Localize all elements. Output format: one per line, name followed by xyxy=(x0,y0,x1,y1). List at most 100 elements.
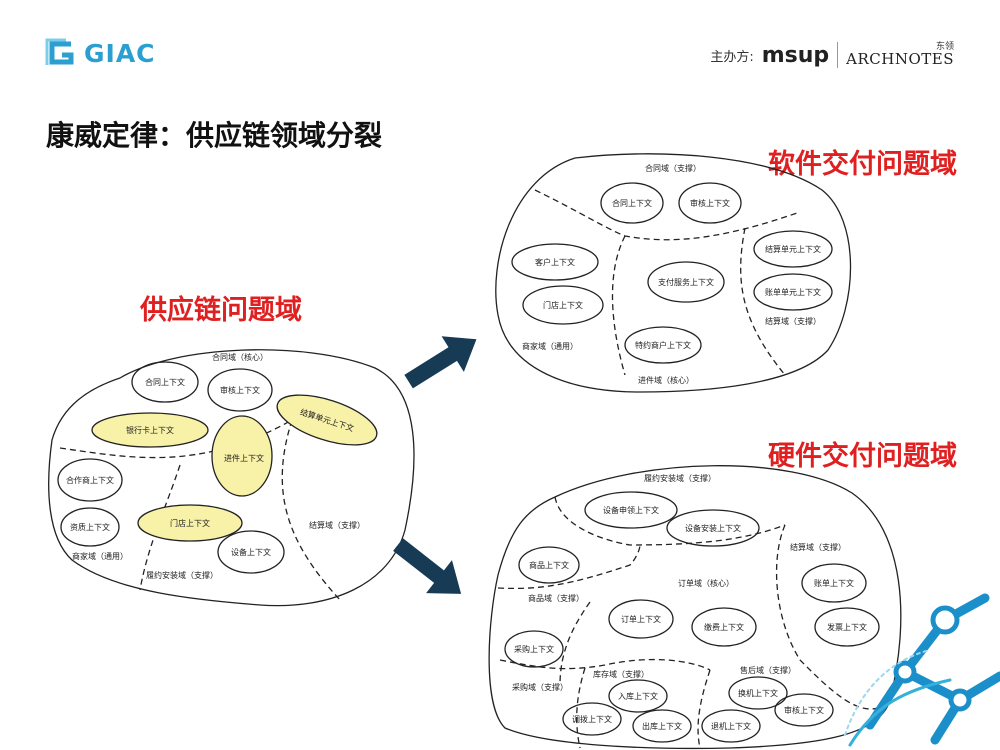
sw-contract-context xyxy=(600,182,664,224)
contract-context xyxy=(131,361,199,403)
sc-contract-domain-label: 合同域（核心） xyxy=(212,352,268,362)
archnotes-text: ARCHNOTES xyxy=(846,50,954,68)
hardware-title: 硬件交付问题域 xyxy=(768,441,957,472)
software-contexts xyxy=(511,182,833,364)
hw-goods-ctx-label: 商品上下文 xyxy=(529,560,569,570)
hw-review-context xyxy=(774,693,834,727)
hw-invoice-ctx-label: 发票上下文 xyxy=(827,622,867,632)
hw-fee-context xyxy=(691,607,757,647)
hw-order-context xyxy=(608,599,674,639)
settle-unit-context xyxy=(276,394,378,446)
arrow-to-hardware xyxy=(393,538,462,594)
sc-bank-ctx-label: 银行卡上下文 xyxy=(126,425,174,435)
sw-bill-unit-ctx-label: 账单单元上下文 xyxy=(765,287,821,297)
sponsor-divider xyxy=(837,42,839,68)
sw-store-ctx-label: 门店上下文 xyxy=(543,300,583,310)
sw-invest-domain-label: 进件域（核心） xyxy=(638,375,694,385)
sw-payment-ctx-label: 支付服务上下文 xyxy=(658,277,714,287)
sw-merchant-domain-label: 商家域（通用） xyxy=(522,341,578,351)
hw-fee-ctx-label: 缴费上下文 xyxy=(704,622,744,632)
hw-aftersale-domain-label: 售后域（支撑） xyxy=(740,665,796,675)
hw-outbound-ctx-label: 出库上下文 xyxy=(642,721,682,731)
store-context xyxy=(137,504,243,542)
sw-settle-unit-context xyxy=(753,230,833,268)
sw-settle-domain-label: 结算域（支撑） xyxy=(765,316,821,326)
hw-return-ctx-label: 退机上下文 xyxy=(711,721,751,731)
sc-qualify-ctx-label: 资质上下文 xyxy=(70,522,110,532)
hw-bill-context xyxy=(801,563,867,603)
sc-partner-ctx-label: 合作商上下文 xyxy=(66,475,114,485)
software-title: 软件交付问题域 xyxy=(768,149,957,180)
sponsor-label: 主办方: xyxy=(710,49,754,65)
sc-store-ctx-label: 门店上下文 xyxy=(170,518,210,528)
hw-swap-ctx-label: 换机上下文 xyxy=(738,688,778,698)
sc-merchant-domain-label: 商家域（通用） xyxy=(72,551,128,561)
split-arrows xyxy=(393,336,477,594)
sw-contract-domain-label: 合同域（支撑） xyxy=(645,163,701,173)
software-boundary xyxy=(495,153,852,393)
sw-review-ctx-label: 审核上下文 xyxy=(690,198,730,208)
hw-goods-domain-label: 商品域（支撑） xyxy=(528,593,584,603)
hw-transfer-ctx-label: 调拨上下文 xyxy=(572,714,612,724)
invest-context xyxy=(211,415,273,497)
software-dividers xyxy=(534,189,801,376)
hw-device-install-ctx-label: 设备安装上下文 xyxy=(685,523,741,533)
hw-inbound-context xyxy=(608,679,668,713)
sw-contract-ctx-label: 合同上下文 xyxy=(612,198,652,208)
hw-review-ctx-label: 审核上下文 xyxy=(784,705,824,715)
qualify-context xyxy=(60,507,120,547)
sw-bill-unit-context xyxy=(753,273,833,311)
network-decoration xyxy=(844,593,1000,747)
logo-text: GIAC xyxy=(84,38,156,68)
hw-device-install-context xyxy=(666,509,760,547)
hw-device-apply-ctx-label: 设备申领上下文 xyxy=(603,505,659,515)
hw-invoice-context xyxy=(814,607,880,647)
hw-bill-ctx-label: 账单上下文 xyxy=(814,578,854,588)
hw-swap-context xyxy=(728,676,788,710)
sw-payment-context xyxy=(647,261,725,303)
sw-special-context xyxy=(624,326,702,364)
hardware-boundary xyxy=(488,465,902,750)
sw-store-context xyxy=(522,285,604,325)
hw-settle-domain-label: 结算域（支撑） xyxy=(790,542,846,552)
sc-review-ctx-label: 审核上下文 xyxy=(220,385,260,395)
diagram-labels: 合同域（核心） 合同上下文 审核上下文 银行卡上下文 结算单元上下文 进件上下文… xyxy=(66,163,867,731)
sw-customer-context xyxy=(511,243,599,281)
supply-chain-contexts xyxy=(57,361,285,574)
device-context xyxy=(217,530,285,574)
hw-outbound-context xyxy=(632,709,692,743)
hw-purchase-ctx-label: 采购上下文 xyxy=(514,644,554,654)
giac-logo-icon xyxy=(45,38,74,65)
slide-title: 康威定律：供应链领域分裂 xyxy=(46,119,383,152)
sw-review-context xyxy=(678,182,742,224)
sc-install-domain-label: 履约安装域（支撑） xyxy=(146,570,218,580)
archnotes-logo: 东领 ARCHNOTES xyxy=(846,43,954,67)
sc-contract-ctx-label: 合同上下文 xyxy=(145,377,185,387)
hw-return-context xyxy=(701,709,761,743)
partner-context xyxy=(57,458,123,502)
hw-order-ctx-label: 订单上下文 xyxy=(621,614,661,624)
hardware-contexts xyxy=(504,491,880,743)
sponsor-bar: 主办方: msup 东领 ARCHNOTES xyxy=(710,42,954,68)
sc-settle-domain-label: 结算域（支撑） xyxy=(309,520,365,530)
msup-logo: msup xyxy=(761,42,830,68)
hardware-dividers xyxy=(497,496,886,749)
sc-device-ctx-label: 设备上下文 xyxy=(231,547,271,557)
sw-customer-ctx-label: 客户上下文 xyxy=(535,257,575,267)
sc-invest-ctx-label: 进件上下文 xyxy=(224,453,264,463)
hw-inbound-ctx-label: 入库上下文 xyxy=(618,691,658,701)
arrow-to-software xyxy=(404,336,477,389)
bank-context xyxy=(91,412,209,448)
supply-chain-title: 供应链问题域 xyxy=(140,295,302,326)
hw-order-domain-label: 订单域（核心） xyxy=(678,578,734,588)
hw-device-apply-context xyxy=(584,491,678,529)
hw-transfer-context xyxy=(562,702,622,736)
hw-goods-context xyxy=(518,546,580,584)
sw-settle-unit-ctx-label: 结算单元上下文 xyxy=(765,244,821,254)
sw-special-ctx-label: 特约商户上下文 xyxy=(635,340,691,350)
supply-chain-boundary xyxy=(48,349,415,607)
supply-chain-highlight-contexts xyxy=(91,394,378,542)
giac-logo: GIAC xyxy=(44,38,156,68)
review-context xyxy=(207,368,273,412)
